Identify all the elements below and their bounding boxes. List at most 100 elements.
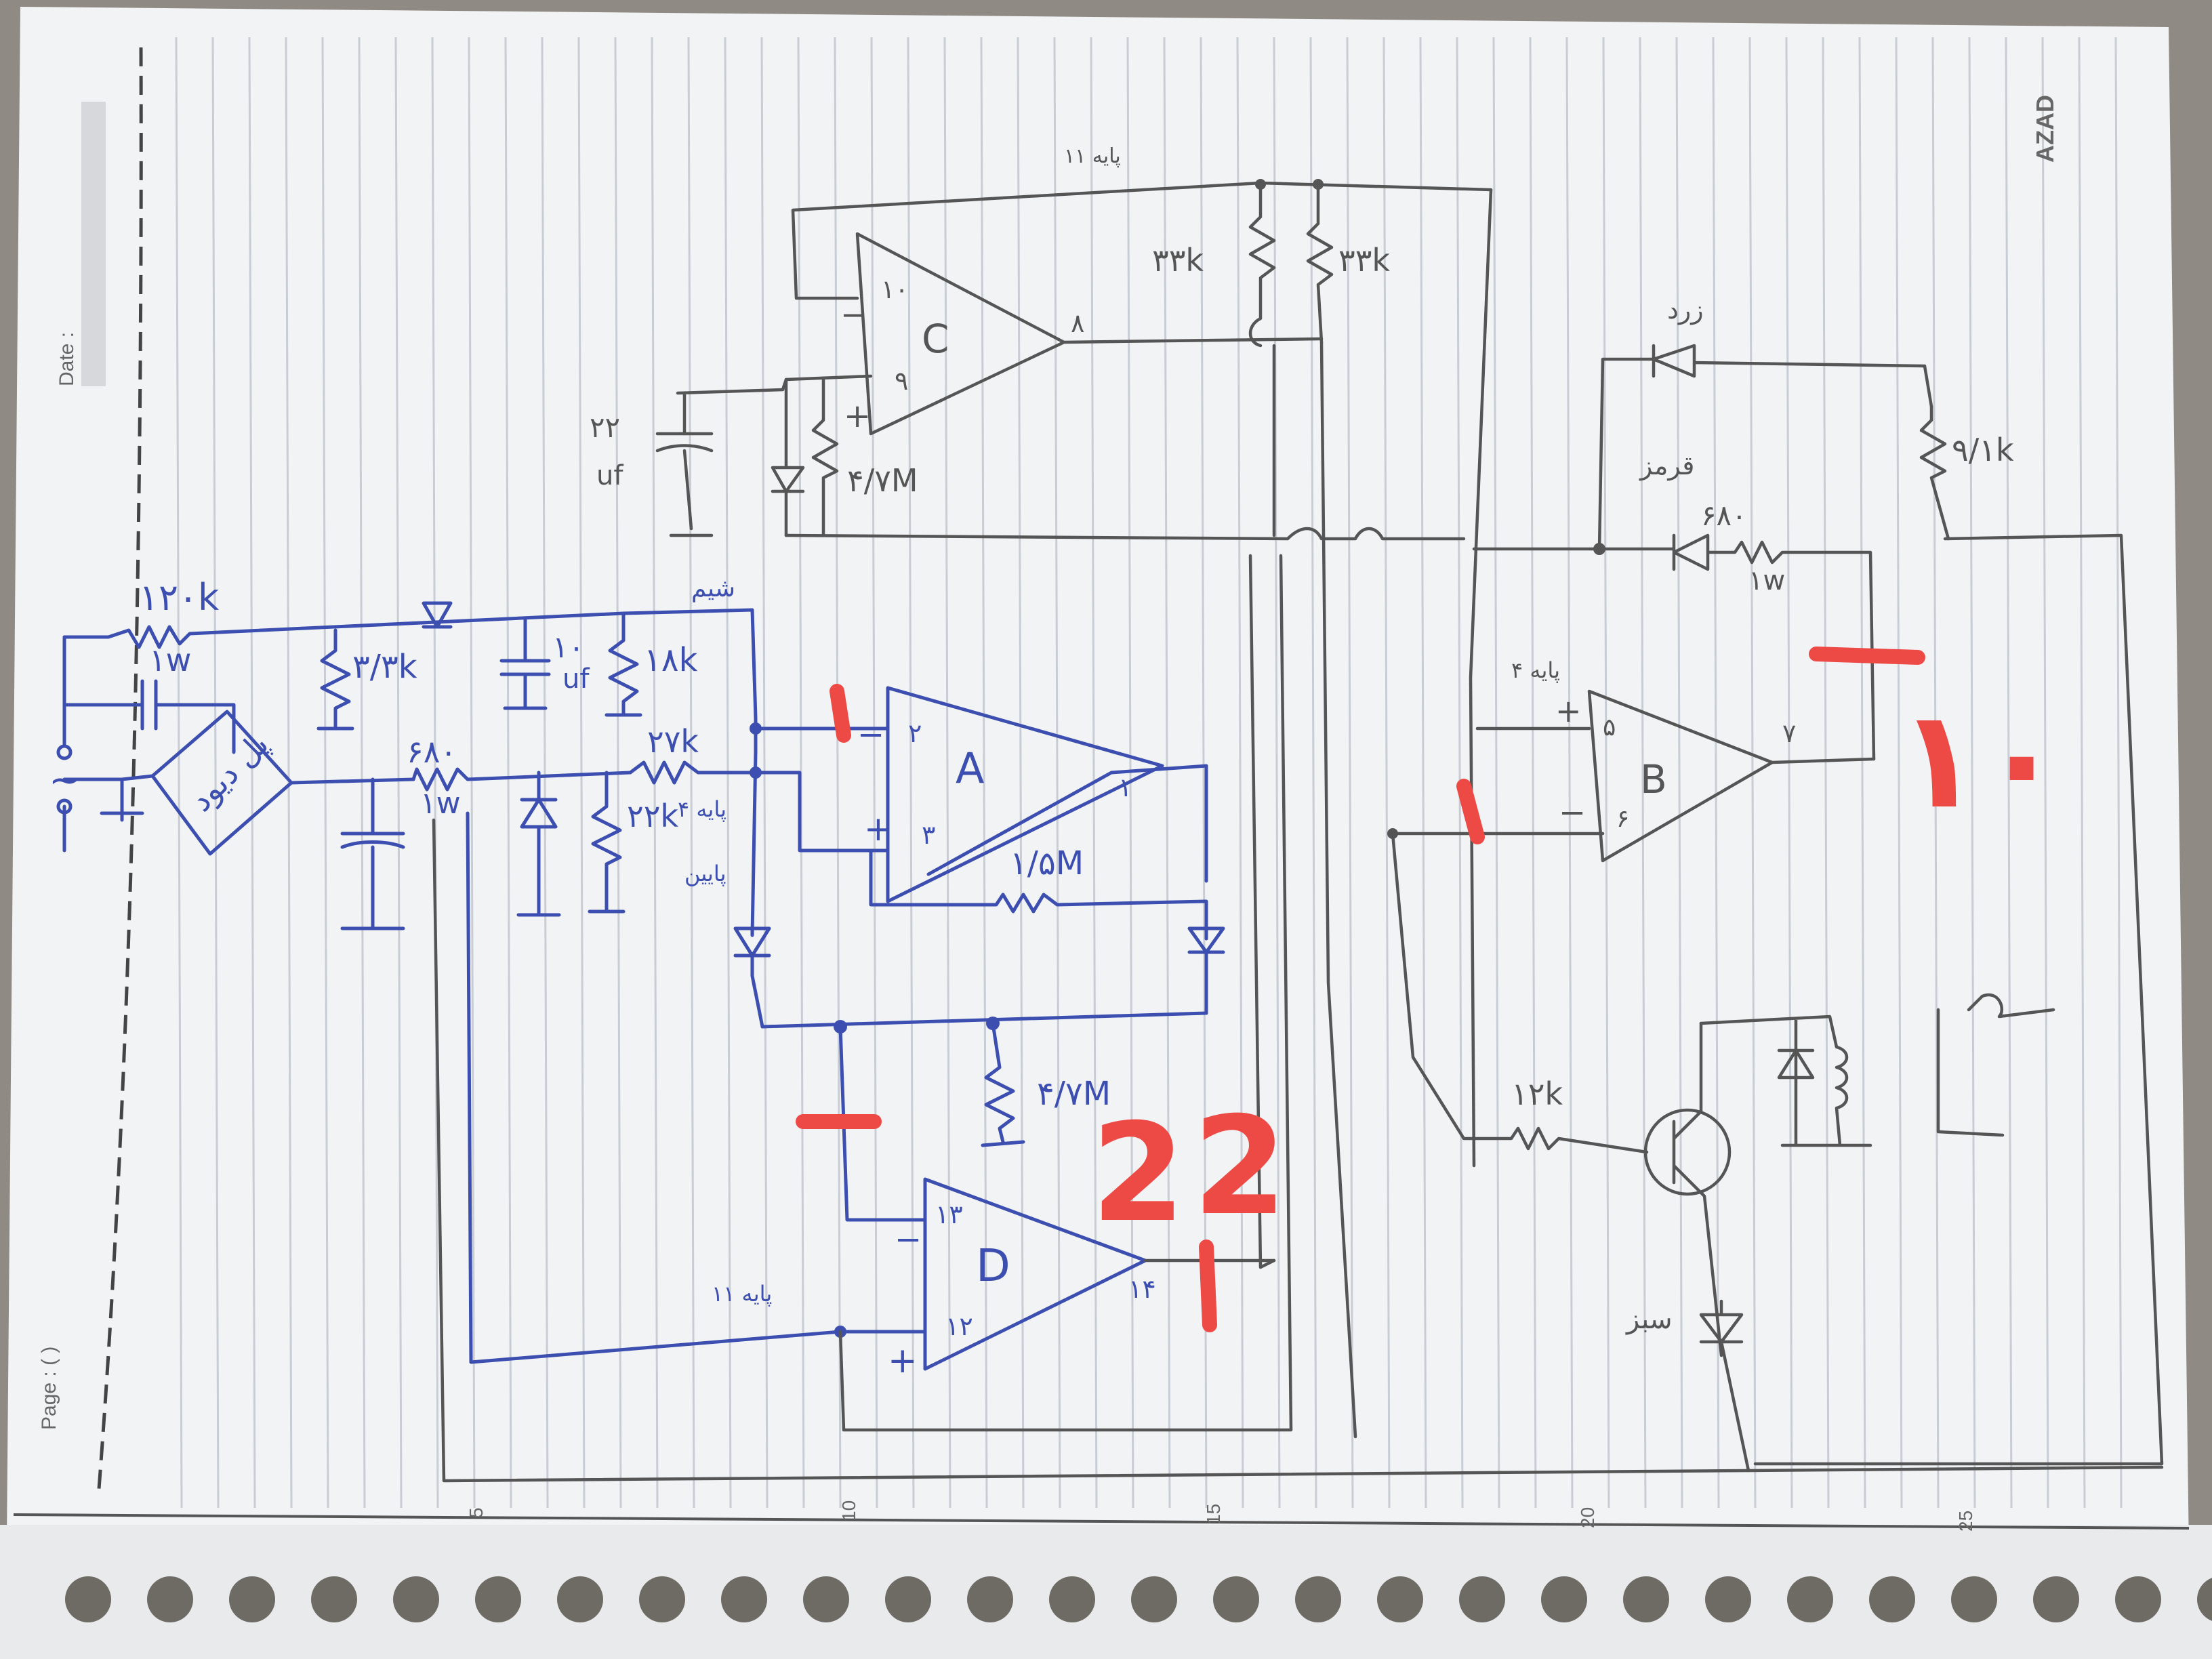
top-note: شیم (691, 575, 735, 602)
opamp-d-pin14: ۱۴ (1128, 1274, 1156, 1304)
ruler-mark-5: 5 (466, 1507, 487, 1518)
opamp-b-pin5: ۵ (1603, 714, 1616, 741)
opamp-d-minus: − (895, 1221, 922, 1258)
binding-hole (557, 1576, 603, 1622)
middle-traces (838, 554, 1293, 1432)
date-field (81, 102, 106, 386)
relay-contacts (1936, 993, 2055, 1137)
top-rail (62, 611, 626, 649)
ruled-line (1236, 37, 1244, 1509)
ruled-line (248, 37, 256, 1509)
opamp-c-feedback (791, 181, 1493, 300)
ruled-line (1346, 37, 1354, 1509)
r-27k-label: ۲۷k (647, 723, 699, 760)
opamp-d-noninv-input (466, 811, 927, 1364)
red-annotations: 2 2 ۱۰ (796, 647, 2063, 1332)
opamp-b-label: B (1640, 756, 1667, 802)
binding-hole (721, 1576, 767, 1622)
bottom-ruler-line (13, 1513, 2190, 1530)
binding-hole (229, 1576, 275, 1622)
r-9-1k-label: ۹/۱k (1952, 432, 2014, 468)
ruled-line (1675, 37, 1683, 1509)
transistor (1643, 1108, 1732, 1196)
ruler-mark-20: 20 (1577, 1507, 1598, 1528)
red-mark-a-input (830, 684, 851, 743)
r-18k (605, 611, 642, 717)
binding-hole (1787, 1576, 1833, 1622)
r-3-3k-label: ۳/۳k (352, 648, 417, 686)
r-12k-wire (1391, 832, 1649, 1154)
margin-line (96, 47, 143, 1498)
binding-hole (147, 1576, 193, 1622)
opamp-c-pin8: ۸ (1071, 308, 1084, 338)
pin4-label: پایه ۴ (678, 796, 726, 822)
w-1-right-label: ۱w (1748, 565, 1785, 596)
ruled-line (1931, 37, 1940, 1509)
green-led (1699, 1299, 1750, 1473)
r-33k-left-label: ۳۳k (1152, 242, 1204, 279)
date-label: Date : (56, 332, 78, 386)
ruled-line (1858, 37, 1866, 1509)
ruled-line (907, 37, 915, 1509)
ruled-line (2041, 37, 2049, 1509)
r-22k (588, 771, 626, 914)
r-680 (411, 767, 632, 792)
ruled-line (394, 37, 403, 1509)
big-filter-cap (340, 777, 405, 930)
binding-hole (65, 1576, 111, 1622)
binding-hole (1951, 1576, 1997, 1622)
r-680-right-label: ۶۸۰ (1701, 499, 1747, 532)
ruled-line (943, 37, 951, 1509)
ruler-marks: 5 10 15 20 25 (466, 1500, 1976, 1532)
r-1-5m-feedback (869, 848, 1208, 941)
r-4-7m-top-label: ۴/۷M (847, 462, 918, 499)
ruled-line (2005, 37, 2013, 1509)
opamp-b-plus: + (1555, 693, 1582, 729)
ruled-line (834, 37, 842, 1509)
ruler-mark-15: 15 (1203, 1504, 1224, 1525)
transistor-leads (1672, 1021, 1723, 1357)
binding-hole (311, 1576, 357, 1622)
ruled-line (541, 37, 549, 1509)
opamp-a-plus: + (864, 809, 893, 848)
ruled-line (577, 37, 586, 1509)
ruled-line (1017, 37, 1025, 1509)
ruled-line (1602, 37, 1610, 1509)
ruled-line (1565, 37, 1574, 1509)
binding-hole (1377, 1576, 1423, 1622)
binding-strip (0, 1525, 2212, 1659)
opamp-a-pin2: ۲ (908, 718, 922, 748)
ruled-line (1419, 37, 1427, 1509)
top-rail-to-bus (621, 608, 758, 720)
opamp-c (855, 232, 1066, 436)
binding-hole (1131, 1576, 1177, 1622)
ruled-line (1273, 37, 1281, 1509)
outer-loop (432, 533, 2164, 1483)
top-diode (422, 601, 453, 629)
w-1-top-label: ۱w (149, 642, 191, 678)
opamp-a-inputs (754, 726, 890, 853)
ruled-line (285, 37, 293, 1509)
brand-logo: AZAD (2031, 95, 2059, 163)
opamp-b-minus: − (1559, 794, 1586, 832)
series-capacitor (62, 679, 236, 754)
bridge-input (62, 774, 155, 822)
red-mark-b-input (1456, 779, 1485, 844)
top-pin11-label: پایه ۱۱ (1064, 144, 1121, 168)
opamp-c-plus: + (844, 397, 871, 435)
ruled-line (980, 37, 988, 1509)
opamp-b-pin4: پایه ۴ (1511, 657, 1560, 683)
red-10: ۱۰ (1898, 681, 2063, 839)
zener-diode (516, 771, 561, 917)
opamp-a-output (926, 764, 1208, 883)
green-led-label: سبز (1625, 1304, 1673, 1335)
ruled-line (504, 37, 512, 1509)
ruled-line (1968, 37, 1976, 1509)
binding-hole (2033, 1576, 2079, 1622)
opamp-c-label: C (922, 316, 949, 362)
ruled-lines (175, 37, 2123, 1509)
r-18k-label: ۱۸k (644, 641, 698, 679)
binding-hole (1459, 1576, 1505, 1622)
